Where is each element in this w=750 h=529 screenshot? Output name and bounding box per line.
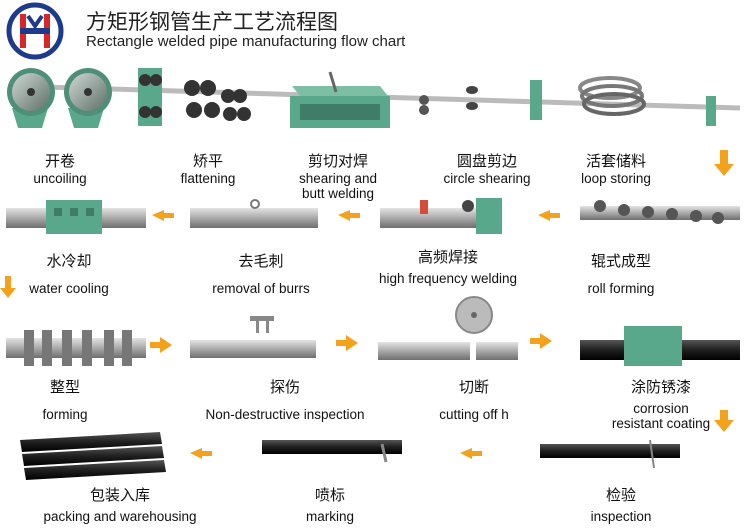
step-loop-storing: 活套储料 loop storing: [556, 150, 676, 186]
step-ndt-en: Non-destructive inspection: [205, 407, 365, 422]
inspection-final-illustration: [540, 439, 680, 469]
step-flattening: 矫平 flattening: [148, 150, 268, 186]
step-circle-shearing: 圆盘剪边 circle shearing: [422, 150, 552, 186]
step-forming-cn: 整型: [49, 378, 80, 396]
arrow-down-right-1: [714, 150, 734, 176]
step-shearing-butt-welding: 剪切对焊 shearing and butt welding: [278, 150, 398, 201]
arrow-down-right-2: [714, 410, 734, 432]
step-marking-cn: 喷标: [314, 486, 345, 504]
arrow-left-2: [338, 210, 360, 221]
step-uncoiling-cn: 开卷: [44, 152, 75, 170]
step-hf-welding-cn: 高频焊接: [417, 248, 478, 266]
step-packing-cn: 包装入库: [89, 486, 150, 504]
water-cooling-illustration: [6, 200, 146, 234]
step-flattening-en: flattening: [180, 171, 236, 186]
step-roll-forming-en: roll forming: [587, 281, 655, 296]
uncoiler-illustration: [7, 68, 112, 128]
arrow-left-3: [152, 210, 174, 221]
step-coating-en-2: resistant coating: [611, 416, 711, 431]
step-flattening-cn: 矫平: [192, 152, 223, 170]
marking-illustration: [262, 440, 402, 463]
arrow-right-1: [150, 337, 172, 353]
step-cutting-cn: 切断: [458, 378, 489, 396]
flow-arrows: [0, 150, 734, 459]
step-shearing-en-2: butt welding: [301, 186, 375, 201]
title-english: Rectangle welded pipe manufacturing flow…: [86, 33, 406, 50]
step-loop-storing-en: loop storing: [581, 171, 651, 186]
inspection-ndt-illustration: [190, 316, 316, 358]
step-uncoiling-en: uncoiling: [33, 171, 87, 186]
arrow-right-3: [530, 333, 552, 349]
step-inspection-cn: 检验: [605, 486, 636, 504]
step-coating-en-1: corrosion: [633, 401, 689, 416]
arrow-left-1: [538, 210, 560, 221]
step-cutting-en: cutting off h: [439, 407, 509, 422]
arrow-down-left: [0, 276, 16, 298]
title-chinese: 方矩形钢管生产工艺流程图: [86, 10, 338, 34]
roll-forming-illustration: [580, 200, 740, 224]
step-ndt-cn: 探伤: [269, 378, 300, 396]
step-shearing-en-1: shearing and: [298, 171, 378, 186]
step-burr-removal: 去毛刺 removal of burrs: [196, 250, 326, 296]
cutting-illustration: [378, 296, 518, 360]
step-coating-cn: 涂防锈漆: [630, 378, 691, 396]
step-hf-welding-en: high frequency welding: [378, 271, 518, 286]
packing-illustration: [20, 432, 166, 480]
step-forming: 整型 forming: [10, 376, 120, 422]
step-packing-en: packing and warehousing: [43, 509, 197, 524]
step-inspection-en: inspection: [590, 509, 652, 524]
step-roll-forming-cn: 辊式成型: [590, 252, 651, 270]
step-circle-shearing-cn: 圆盘剪边: [456, 152, 517, 170]
step-water-cooling: 水冷却 water cooling: [4, 250, 134, 296]
step-burr-removal-en: removal of burrs: [212, 281, 310, 296]
step-loop-storing-cn: 活套储料: [585, 152, 646, 170]
step-packing: 包装入库 packing and warehousing: [30, 484, 210, 524]
arrow-right-2: [336, 335, 358, 351]
step-hf-welding: 高频焊接 high frequency welding: [368, 246, 528, 286]
circle-shearing-illustration: [419, 86, 478, 115]
step-water-cooling-cn: 水冷却: [46, 252, 92, 270]
step-burr-removal-cn: 去毛刺: [238, 252, 284, 270]
shearing-welding-illustration: [290, 71, 390, 128]
step-forming-en: forming: [42, 407, 88, 422]
step-marking-en: marking: [305, 509, 354, 524]
burr-removal-illustration: [190, 199, 318, 228]
hf-welding-illustration: [380, 198, 502, 234]
step-shearing-cn: 剪切对焊: [307, 152, 368, 170]
step-roll-forming: 辊式成型 roll forming: [556, 250, 686, 296]
step-cutting: 切断 cutting off h: [414, 376, 534, 422]
step-uncoiling: 开卷 uncoiling: [0, 150, 120, 186]
forming-illustration: [6, 330, 146, 366]
step-ndt: 探伤 Non-destructive inspection: [190, 376, 380, 422]
step-coating: 涂防锈漆 corrosion resistant coating: [596, 376, 726, 431]
step-marking: 喷标 marking: [290, 484, 370, 524]
arrow-left-4: [460, 448, 482, 459]
loop-storing-illustration: [530, 76, 716, 126]
coating-illustration: [580, 326, 740, 366]
step-water-cooling-en: water cooling: [29, 281, 109, 296]
step-inspection: 检验 inspection: [576, 484, 666, 524]
flattening-illustration: [138, 68, 251, 126]
arrow-left-5: [190, 448, 212, 459]
step-circle-shearing-en: circle shearing: [443, 171, 531, 186]
